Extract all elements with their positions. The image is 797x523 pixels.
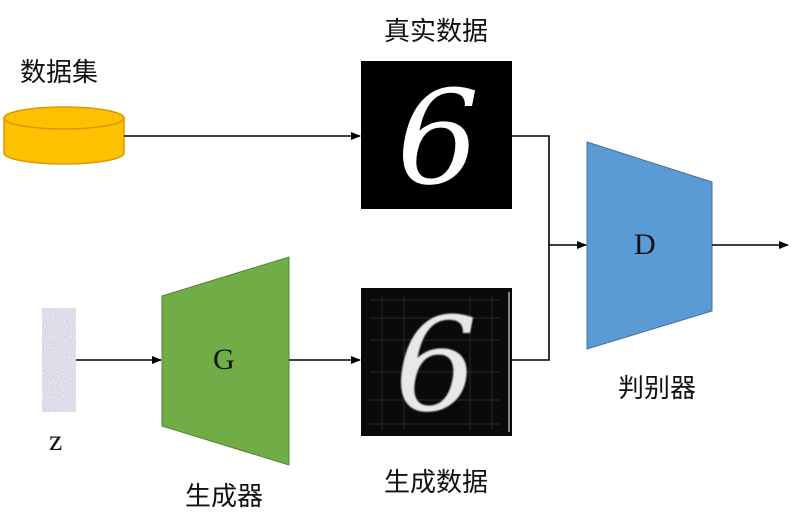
connector-generated-to-merge bbox=[512, 245, 550, 361]
generated-data-image: 6 bbox=[361, 288, 512, 441]
generated-data-label: 生成数据 bbox=[384, 468, 489, 498]
discriminator-block bbox=[586, 141, 713, 350]
discriminator-caption: 判别器 bbox=[618, 374, 697, 404]
discriminator-letter: D bbox=[634, 228, 656, 261]
generator-block bbox=[161, 256, 290, 466]
real-data-label: 真实数据 bbox=[384, 17, 489, 47]
real-data-image: 6 bbox=[361, 61, 512, 214]
dataset-cylinder-icon bbox=[3, 106, 125, 165]
generator-letter: G bbox=[213, 343, 235, 376]
noise-label: z bbox=[49, 424, 63, 457]
generator-caption: 生成器 bbox=[185, 482, 264, 512]
dataset-label: 数据集 bbox=[20, 58, 99, 88]
connectors bbox=[76, 132, 789, 364]
connector-real-to-merge bbox=[512, 135, 550, 245]
generated-digit: 6 bbox=[395, 289, 478, 441]
noise-vector-image bbox=[42, 308, 76, 412]
real-digit: 6 bbox=[397, 62, 480, 214]
